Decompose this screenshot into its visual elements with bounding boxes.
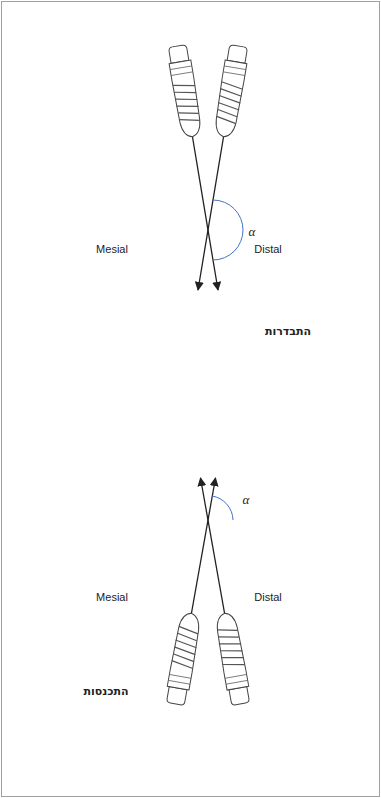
side-label: Mesial — [96, 243, 128, 256]
implant-symbol — [214, 611, 252, 705]
side-label: Distal — [254, 591, 282, 604]
angle-label: α — [249, 224, 256, 240]
angle-arc — [212, 496, 233, 520]
angle-label: α — [243, 492, 250, 508]
side-label: Mesial — [96, 591, 128, 604]
implant-symbol — [213, 44, 250, 138]
caption-label: התבדרות — [265, 325, 311, 338]
caption-label: התכנסות — [83, 685, 128, 698]
angle-arc — [213, 200, 243, 260]
implant-symbol — [166, 44, 203, 138]
implant-symbol — [164, 611, 202, 705]
side-label: Distal — [254, 243, 282, 256]
